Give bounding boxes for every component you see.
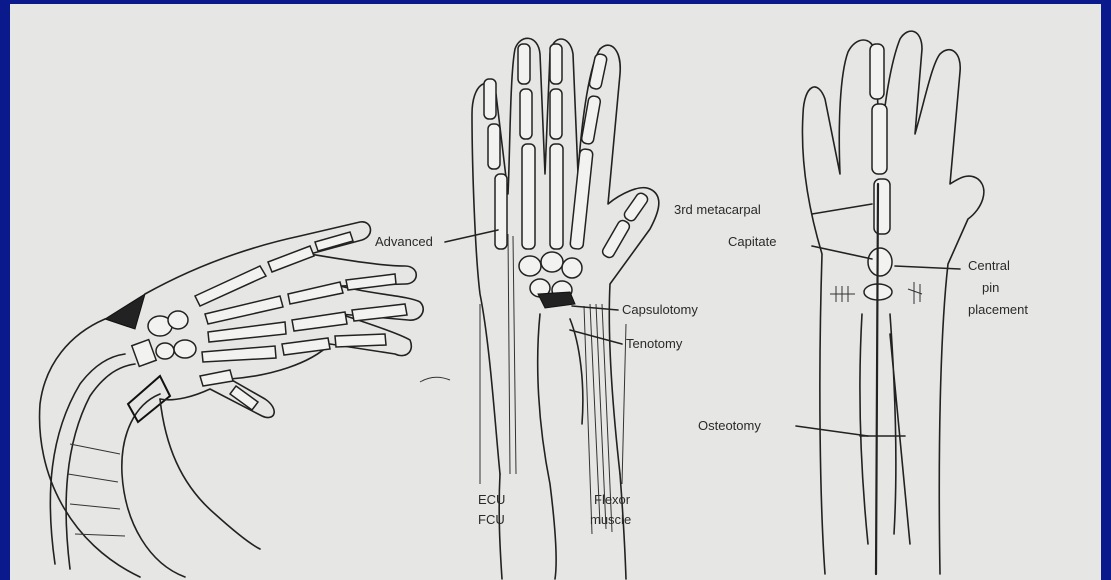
- label-pin: pin: [982, 280, 999, 295]
- label-advanced: Advanced: [375, 234, 433, 249]
- hand2-tendons: [508, 234, 612, 534]
- label-fcu: FCU: [478, 512, 505, 527]
- hand3-outline: [802, 31, 983, 574]
- forearm-hatching: [68, 444, 125, 536]
- forearm-inner: [122, 394, 185, 577]
- hand2-outline: [472, 38, 659, 474]
- hand2-carpals: [519, 252, 582, 308]
- label-osteotomy: Osteotomy: [698, 418, 761, 433]
- label-capitate: Capitate: [728, 234, 776, 249]
- hand2-forearm-lines: [480, 304, 626, 484]
- sketch-mark: [420, 377, 450, 382]
- wrist-curve: [160, 399, 260, 549]
- label-placement: placement: [968, 302, 1028, 317]
- label-tenotomy: Tenotomy: [626, 336, 683, 351]
- label-flexor: Flexor: [594, 492, 631, 507]
- label-capsulotomy: Capsulotomy: [622, 302, 698, 317]
- label-central: Central: [968, 258, 1010, 273]
- label-muscle: muscle: [590, 512, 631, 527]
- finger-bones: [195, 232, 407, 410]
- hand3-forearm-bones: [860, 314, 910, 544]
- label-3rd-metacarpal: 3rd metacarpal: [674, 202, 761, 217]
- figure-pin-placement: [802, 31, 983, 574]
- pin-marks-left: [830, 286, 855, 302]
- figure-deviated-hand: [40, 222, 450, 577]
- pin-marks-right: [908, 282, 922, 304]
- hand2-ulna: [538, 314, 583, 579]
- label-ecu: ECU: [478, 492, 505, 507]
- hand-surgery-diagram: Advanced Capsulotomy Tenotomy ECU FCU Fl…: [10, 4, 1101, 580]
- slide: Advanced Capsulotomy Tenotomy ECU FCU Fl…: [10, 4, 1101, 580]
- carpal-bones: [132, 311, 196, 366]
- central-pin: [876, 184, 878, 574]
- excision-wedge: [105, 294, 145, 329]
